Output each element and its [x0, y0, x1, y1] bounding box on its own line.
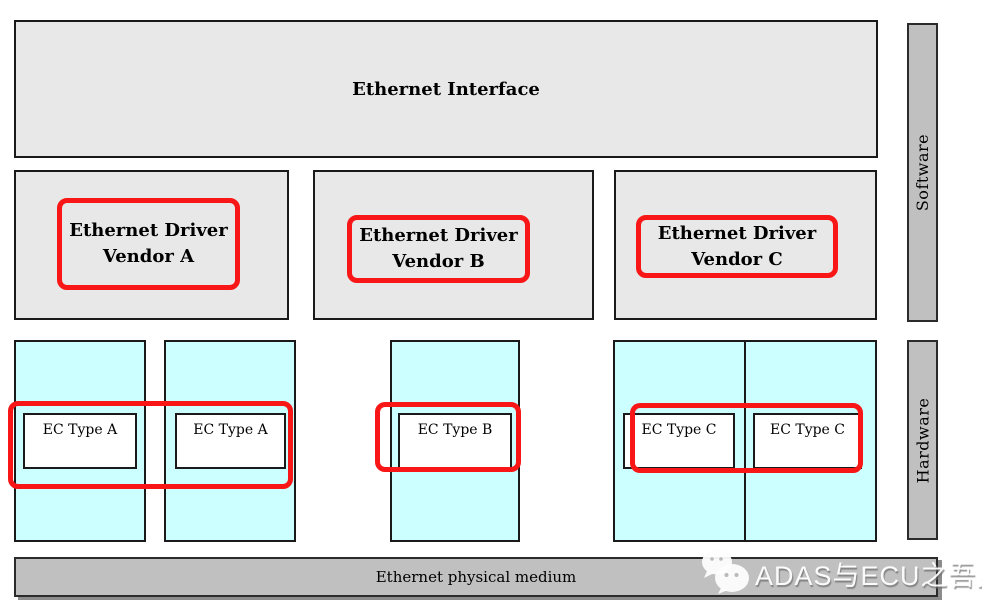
highlight-rect-driver-c: Ethernet Driver Vendor C: [636, 215, 838, 278]
driver-b-label: Ethernet Driver Vendor B: [359, 223, 518, 275]
ec-type-b-box: EC Type B: [398, 413, 512, 469]
physical-medium-label: Ethernet physical medium: [375, 568, 577, 586]
ec-type-a2-label: EC Type A: [193, 422, 268, 438]
driver-a-line2: Vendor A: [102, 246, 195, 267]
highlight-rect-ec-type-b: [375, 402, 521, 472]
highlight-rect-ec-type-c: [630, 403, 863, 473]
driver-c-line1: Ethernet Driver: [657, 222, 817, 244]
ec-type-b-label: EC Type B: [417, 422, 493, 438]
ec-type-c2-label: EC Type C: [769, 422, 846, 438]
driver-a-line1: Ethernet Driver: [69, 220, 228, 241]
hardware-layer-label: Hardware: [913, 397, 933, 483]
ec-type-c2-box: EC Type C: [753, 413, 862, 469]
watermark: ADAS与ECU之吾见: [697, 547, 982, 600]
highlight-rect-driver-b: Ethernet Driver Vendor B: [347, 215, 530, 283]
driver-b-line1: Ethernet Driver: [359, 225, 518, 246]
ec-type-a1-box: EC Type A: [23, 413, 137, 469]
driver-b-line2: Vendor B: [392, 251, 485, 272]
driver-box-vendor-b: [313, 170, 594, 320]
wechat-chat-bubbles-icon: [697, 547, 751, 600]
software-layer-bar: Software: [907, 23, 938, 322]
ethernet-physical-medium-bar: Ethernet physical medium: [14, 557, 938, 597]
ec-type-a1-label: EC Type A: [42, 422, 118, 438]
ec-type-a2-box: EC Type A: [175, 413, 286, 469]
driver-c-line2: Vendor C: [691, 248, 783, 270]
ethernet-interface-box: Ethernet Interface: [14, 20, 878, 158]
highlight-rect-driver-a: Ethernet Driver Vendor A: [57, 198, 240, 290]
software-layer-label: Software: [913, 133, 933, 212]
ethernet-interface-label: Ethernet Interface: [352, 78, 540, 100]
hardware-card-c-divider: [744, 342, 746, 540]
highlight-rect-ec-type-a: [8, 401, 293, 489]
watermark-text: ADAS与ECU之吾见: [755, 561, 982, 591]
driver-a-label: Ethernet Driver Vendor A: [69, 218, 228, 270]
ec-type-c1-label: EC Type C: [641, 422, 717, 438]
hardware-layer-bar: Hardware: [907, 340, 938, 540]
ec-type-c1-box: EC Type C: [623, 413, 735, 469]
driver-c-label: Ethernet Driver Vendor C: [658, 221, 817, 273]
